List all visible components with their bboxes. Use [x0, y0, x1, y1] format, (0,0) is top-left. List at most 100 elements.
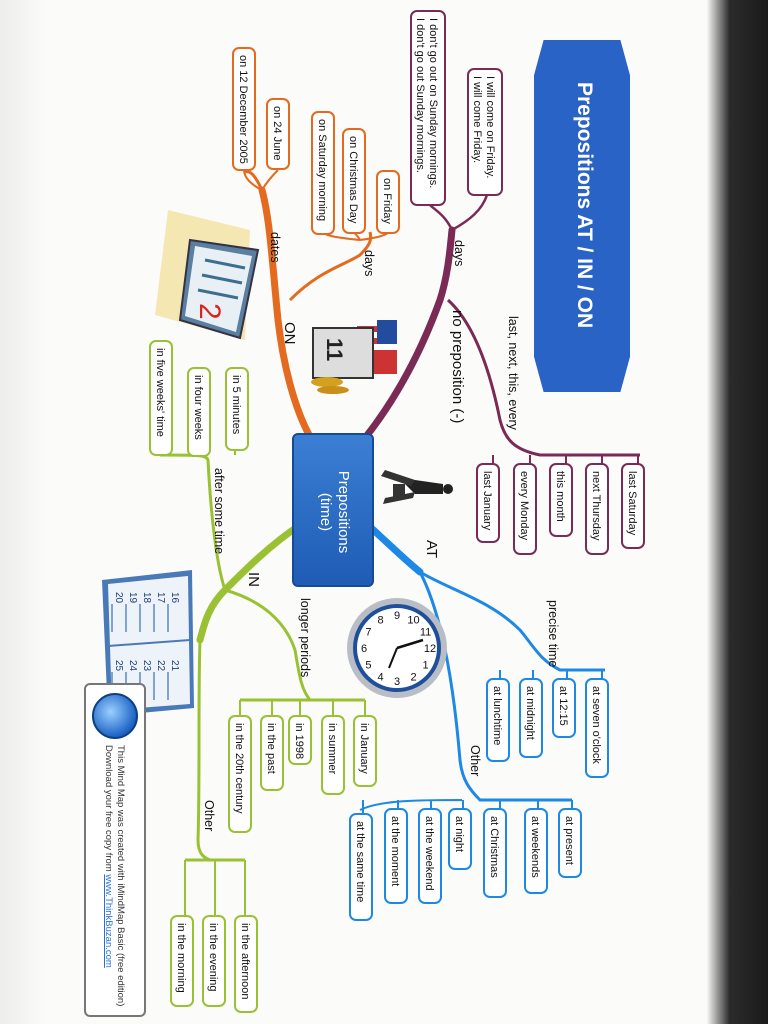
in-longer-item-4: in the past [260, 715, 284, 791]
clock-number: 3 [394, 676, 400, 688]
nopre-branch-label: no preposition (-) [449, 310, 466, 424]
in-longer-item-3: in 1998 [288, 715, 312, 765]
at-other-stem [418, 571, 572, 802]
in-other-label: Other [202, 800, 216, 832]
nopre-last-item-4: every Monday [513, 463, 537, 555]
on-days-item-1: on Saturday morning [311, 111, 335, 235]
clock-number: 6 [361, 643, 367, 655]
imindmap-logo-icon [92, 693, 138, 739]
center-text: Prepositions (time) [317, 470, 352, 554]
credit-text: This Mind Map was created with iMindMap … [102, 745, 126, 1006]
in-other-item-3: in the morning [170, 915, 194, 1007]
flag-calendar-number: 11 [322, 338, 347, 361]
on-days-stem [288, 231, 373, 302]
book-calendar-number: 24 [127, 660, 138, 672]
center-node [292, 433, 374, 587]
in-longer-ticks [239, 700, 366, 715]
in-longer-item-5: in the 20th century [228, 715, 252, 833]
credit-line-2-text: Download your free copy from [103, 745, 114, 875]
book-calendar-number: 21 [169, 660, 180, 672]
at-other-item-5: at the weekend [418, 808, 442, 904]
in-after-item-3: in five weeks' time [149, 340, 173, 456]
nopre-last-label: last, next, this, every [506, 316, 520, 430]
nopre-days-link-2 [451, 194, 489, 232]
flag-calendar-icon: 11 [311, 320, 397, 394]
in-after-label: after some time [212, 468, 226, 555]
nopre-last-item-1: last Saturday [621, 463, 645, 549]
in-longer-item-1: in January [353, 715, 377, 787]
in-longer-item-2: in summer [321, 715, 345, 795]
on-days-item-3: on Friday [376, 170, 400, 234]
nopre-days-label: days [452, 240, 466, 267]
nopre-last-item-5: last January [476, 463, 500, 543]
at-other-label: Other [468, 745, 482, 777]
on-dates-link-2 [261, 169, 279, 191]
book-calendar-number: 18 [141, 592, 152, 604]
clock-number: 5 [365, 660, 371, 672]
clock-number: 9 [394, 610, 400, 622]
at-precise-item-2: at 12:15 [552, 678, 576, 738]
nopre-days-item-1: I don't go out on Sunday mornings. I don… [410, 10, 446, 206]
nopre-days-link-1 [429, 204, 454, 231]
nopre-last-item-2: next Thursday [585, 463, 609, 555]
clock-number: 11 [420, 627, 431, 639]
on-dates-stem [244, 170, 264, 191]
at-branch-label: AT [423, 540, 440, 559]
nopre-main-branch [361, 226, 456, 442]
at-precise-item-3: at midnight [519, 678, 543, 758]
businessman-icon [381, 470, 453, 504]
title-text: Prepositions AT / IN / ON [573, 82, 596, 329]
book-calendar-number: 16 [169, 592, 180, 604]
nopre-days-item-2: I will come on Friday. I will come Frida… [467, 68, 503, 196]
on-date-item-2: on 24 June [266, 98, 290, 170]
in-after-item-1: in 5 minutes [225, 367, 249, 451]
at-precise-ticks [499, 670, 603, 680]
in-longer-stem [224, 588, 365, 702]
on-main-branch [258, 186, 316, 444]
on-branch-label: ON [281, 322, 298, 345]
desk-calendar-number: 2 [193, 303, 226, 320]
at-other-item-7: at the same time [349, 813, 373, 921]
at-main-branch [364, 521, 424, 576]
desk-calendar-icon: 2 [155, 210, 260, 340]
book-calendar-number: 17 [155, 592, 166, 604]
credit-link[interactable]: www.ThinkBuzan.com [103, 874, 114, 968]
in-other-item-2: in the evening [202, 915, 226, 1007]
on-days-label: days [362, 250, 376, 277]
nopre-last-item-3: this month [549, 463, 573, 537]
in-after-item-2: in four weeks [187, 367, 211, 457]
at-other-item-4: at night [448, 808, 472, 870]
nopre-last-stem [446, 298, 640, 457]
at-other-item-6: at the moment [384, 808, 408, 904]
clock-number: 10 [407, 614, 419, 626]
at-precise-item-1: at seven o'clock [585, 678, 609, 778]
clock-number: 4 [377, 672, 383, 684]
at-other-item-2: at weekends [524, 808, 548, 894]
in-other-ticks [184, 860, 246, 915]
book-calendar-number: 22 [155, 660, 166, 672]
clock-number: 8 [377, 614, 383, 626]
at-precise-label: precise time [546, 600, 560, 668]
in-branch-label: IN [245, 572, 262, 587]
clock-number: 7 [365, 627, 371, 639]
clock-number: 2 [410, 672, 416, 684]
book-calendar-number: 19 [127, 592, 138, 604]
at-other-item-1: at present [558, 808, 582, 878]
clock-number: 12 [424, 643, 436, 655]
in-other-item-1: in the afternoon [234, 915, 258, 1013]
credit-line-2: Download your free copy from www.ThinkBu… [102, 745, 114, 1006]
at-precise-item-4: at lunchtime [486, 678, 510, 762]
clock-number: 1 [423, 660, 429, 672]
book-calendar-number: 23 [141, 660, 152, 672]
nopre-last-ticks [492, 455, 639, 465]
on-days-item-2: on Christmas Day [342, 128, 366, 234]
at-other-links [359, 799, 573, 815]
book-calendar-number: 20 [113, 592, 124, 604]
credit-line-1: This Mind Map was created with iMindMap … [115, 745, 126, 1007]
in-longer-label: longer periods [298, 598, 312, 678]
book-calendar-number: 25 [113, 660, 124, 672]
title-banner [534, 40, 630, 392]
